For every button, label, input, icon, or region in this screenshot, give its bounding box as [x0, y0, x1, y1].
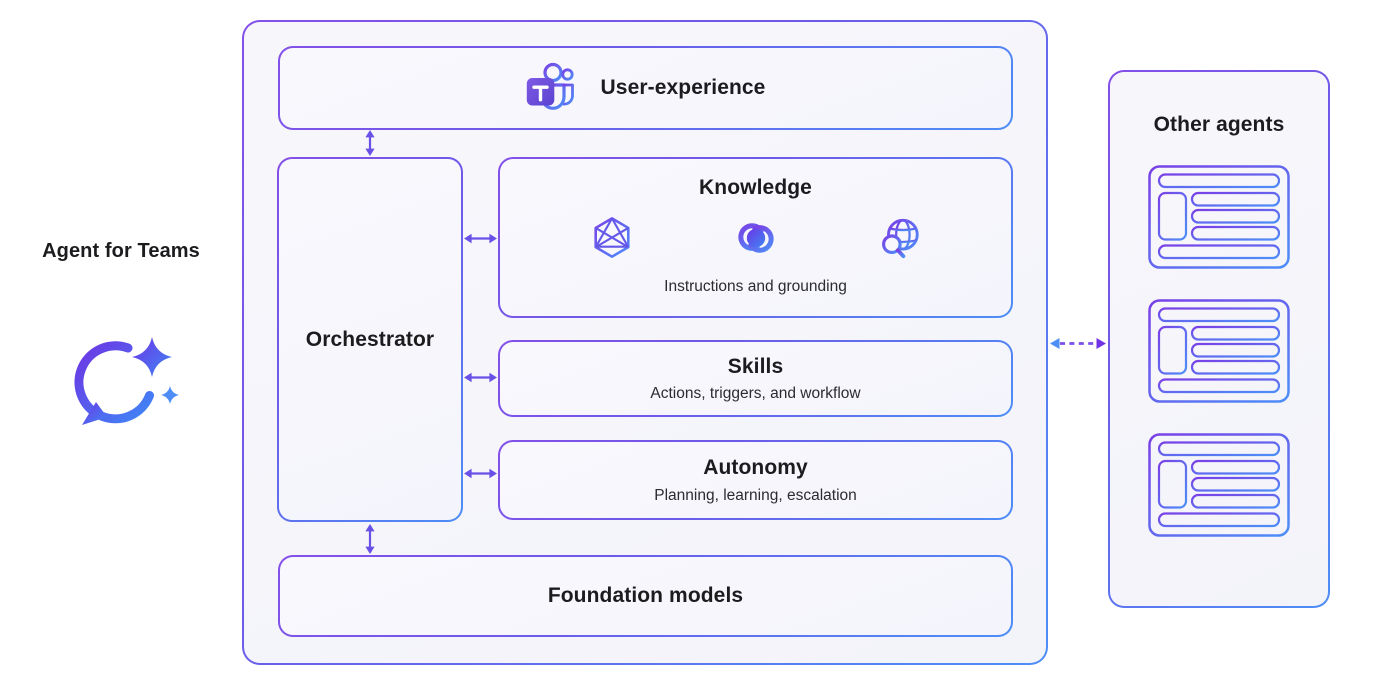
other-agents-box: Other agents: [1108, 70, 1330, 608]
geodesic-sphere-icon: [593, 217, 630, 258]
skills-box: Skills Actions, triggers, and workflow: [498, 340, 1013, 417]
copilot-chat-sparkles-icon: [74, 337, 179, 425]
orchestrator-box: Orchestrator: [277, 157, 463, 522]
foundation-models-label: Foundation models: [547, 584, 744, 607]
dashed-arrow-other-agents: [1050, 338, 1106, 349]
agent-card-list: [1148, 165, 1290, 537]
spiral-knot-icon: [737, 223, 774, 253]
knowledge-subtitle: Instructions and grounding: [664, 278, 847, 295]
autonomy-box: Autonomy Planning, learning, escalation: [498, 440, 1013, 520]
teams-icon: [526, 62, 574, 110]
foundation-models-box: Foundation models: [278, 555, 1013, 637]
knowledge-box: Knowledge: [498, 157, 1013, 318]
arrow-orchestrator-skills: [464, 372, 497, 383]
user-experience-box: User-experience: [278, 46, 1013, 130]
knowledge-title: Knowledge: [699, 176, 812, 199]
skills-title: Skills: [727, 355, 784, 378]
user-experience-label: User-experience: [600, 76, 766, 99]
agent-card-icon: [1148, 165, 1290, 269]
other-agents-title: Other agents: [1153, 113, 1285, 136]
arrow-orchestrator-foundation: [365, 524, 375, 554]
agent-card-icon: [1148, 299, 1290, 403]
autonomy-subtitle: Planning, learning, escalation: [654, 487, 857, 504]
arrow-orchestrator-knowledge: [464, 233, 497, 244]
arrow-ux-orchestrator: [365, 130, 375, 156]
agent-for-teams-label: Agent for Teams: [42, 240, 200, 262]
agent-card-icon: [1148, 433, 1290, 537]
autonomy-title: Autonomy: [703, 456, 808, 479]
skills-subtitle: Actions, triggers, and workflow: [650, 385, 861, 402]
globe-search-icon: [881, 218, 919, 259]
arrow-orchestrator-autonomy: [464, 468, 497, 479]
orchestrator-label: Orchestrator: [305, 327, 435, 351]
